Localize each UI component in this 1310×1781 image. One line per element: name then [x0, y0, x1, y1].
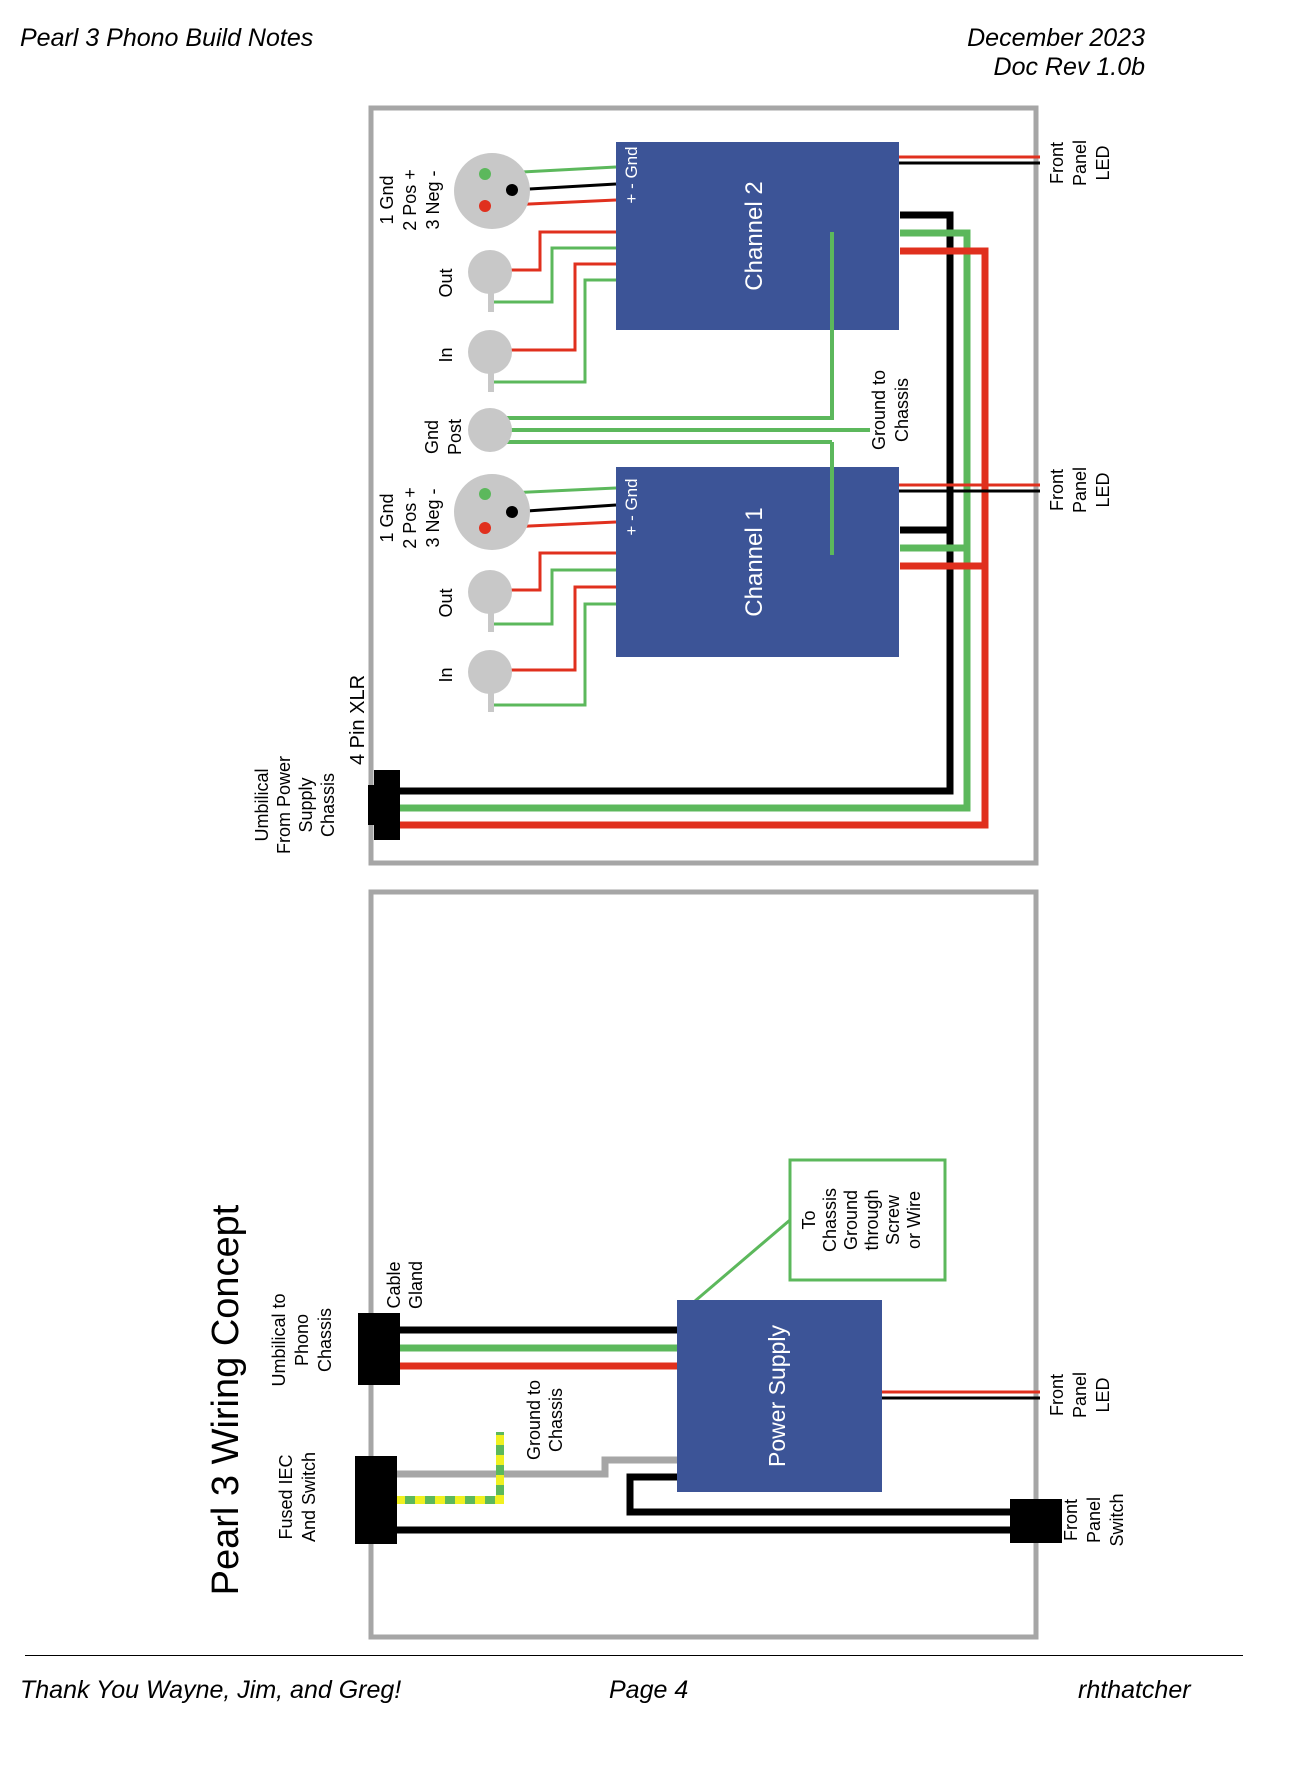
footer-page-number: Page 4: [609, 1676, 689, 1704]
power-umbilical-label-3: Chassis: [315, 1308, 335, 1372]
callout-line-6: or Wire: [904, 1191, 924, 1249]
power-ground-to-chassis-2: Chassis: [546, 1388, 566, 1452]
power-supply-module: [677, 1300, 882, 1492]
phono-led2-label-1: Front: [1047, 142, 1067, 184]
chassis-ground-callout: [788, 1158, 947, 1282]
xlr-pin-pos: [506, 184, 518, 196]
phono-led2-label-2: Panel: [1070, 140, 1090, 186]
footer-thanks: Thank You Wayne, Jim, and Greg!: [20, 1676, 402, 1704]
channel-2-module: [616, 142, 899, 330]
channel-1-in-jack: [468, 650, 512, 694]
callout-line-3: Ground: [841, 1190, 861, 1250]
xlr-pin-gnd: [479, 488, 491, 500]
ground-wires: [494, 232, 870, 555]
phono-umbilical-wires: [395, 211, 989, 829]
callout-line-5: Screw: [883, 1194, 903, 1245]
power-umbilical-wires: [395, 1326, 677, 1370]
ch2-input-pins-label: + - Gnd: [622, 146, 641, 203]
switch-label-3: Switch: [1107, 1493, 1127, 1546]
channel-2-rca-wiring: [492, 230, 616, 384]
diagram-title: Pearl 3 Wiring Concept: [205, 1204, 247, 1595]
power-umbilical-label-1: Umbilical to: [269, 1293, 289, 1386]
gnd-post-label-2: Post: [445, 419, 465, 455]
callout-pointer: [687, 1218, 791, 1309]
xlr-pin-gnd: [479, 168, 491, 180]
ch2-xlr-pin2-label: 2 Pos +: [400, 169, 420, 231]
xlr-connector-block: [374, 770, 400, 840]
phono-led2-label-3: LED: [1093, 145, 1113, 180]
xlr-pin-pos: [506, 506, 518, 518]
phono-umbilical-label-3: Supply: [296, 777, 316, 832]
cable-gland-label-1: Cable: [384, 1261, 404, 1308]
ground-post: [468, 408, 512, 452]
fused-iec-switch: [355, 1456, 397, 1544]
callout-line-2: Chassis: [820, 1188, 840, 1252]
phono-umbilical-label-1: Umbilical: [252, 768, 272, 841]
phono-led1-label-2: Panel: [1070, 467, 1090, 513]
iec-label-2: And Switch: [299, 1452, 319, 1542]
channel-1-rca-wiring: [492, 551, 616, 707]
phono-ground-to-chassis-1: Ground to: [869, 370, 889, 450]
channel-2-xlr-jack: [454, 153, 530, 229]
power-led-label-1: Front: [1047, 1374, 1067, 1416]
document-title: Pearl 3 Phono Build Notes: [20, 24, 314, 52]
channel-1-label: Channel 1: [741, 507, 768, 616]
cable-gland: [358, 1313, 400, 1385]
ch2-xlr-pin1-label: 1 Gnd: [377, 175, 397, 224]
iec-label-1: Fused IEC: [276, 1454, 296, 1539]
ch2-xlr-pin3-label: 3 Neg -: [423, 170, 443, 229]
phono-led1-label-3: LED: [1093, 472, 1113, 507]
power-ground-to-chassis-1: Ground to: [524, 1380, 544, 1460]
jack-stem: [488, 610, 494, 632]
phono-umbilical-label-2: From Power: [274, 756, 294, 854]
cable-gland-label-2: Gland: [406, 1261, 426, 1309]
ch1-out-label: Out: [436, 588, 456, 617]
front-panel-switch: [1010, 1499, 1062, 1543]
callout-line-1: To: [799, 1210, 819, 1229]
xlr-pin-neg: [479, 522, 491, 534]
xlr-pin-neg: [479, 200, 491, 212]
phono-led1-label-1: Front: [1047, 469, 1067, 511]
ch1-input-pins-label: + - Gnd: [622, 478, 641, 535]
jack-stem: [488, 290, 494, 312]
xlr-connector-stub: [368, 785, 376, 825]
callout-line-4: through: [862, 1189, 882, 1250]
iec-wiring: [395, 1432, 1010, 1534]
power-led-label-3: LED: [1093, 1377, 1113, 1412]
ch1-xlr-pin1-label: 1 Gnd: [377, 493, 397, 542]
phono-led-leads: [875, 155, 1040, 493]
ch1-xlr-pin3-label: 3 Neg -: [423, 488, 443, 547]
power-led-leads: [882, 1390, 1040, 1400]
ch1-xlr-pin2-label: 2 Pos +: [400, 487, 420, 549]
document-date: December 2023: [967, 24, 1145, 52]
gnd-post-label-1: Gnd: [422, 420, 442, 454]
xlr-connector-label: 4 Pin XLR: [347, 675, 369, 765]
power-umbilical-label-2: Phono: [292, 1314, 312, 1366]
phono-umbilical-branch-ch1: [900, 526, 985, 570]
phono-umbilical-label-4: Chassis: [318, 773, 338, 837]
ch2-in-label: In: [436, 347, 456, 362]
channel-1-xlr-jack: [454, 474, 530, 550]
channel-1-module: [616, 467, 899, 657]
phono-ground-to-chassis-2: Chassis: [892, 378, 912, 442]
document-revision: Doc Rev 1.0b: [993, 53, 1145, 81]
footer-divider: [25, 1655, 1243, 1656]
power-led-label-2: Panel: [1070, 1372, 1090, 1418]
switch-label-1: Front: [1061, 1499, 1081, 1541]
channel-2-out-jack: [468, 250, 512, 294]
jack-stem: [488, 690, 494, 712]
power-chassis-outline: [368, 889, 1039, 1640]
power-supply-label: Power Supply: [764, 1325, 790, 1467]
switch-label-2: Panel: [1084, 1497, 1104, 1543]
footer-author: rhthatcher: [1078, 1676, 1191, 1704]
jack-stem: [488, 370, 494, 392]
ch1-in-label: In: [436, 667, 456, 682]
channel-2-in-jack: [468, 330, 512, 374]
channel-1-out-jack: [468, 570, 512, 614]
ch2-out-label: Out: [436, 268, 456, 297]
channel-2-label: Channel 2: [741, 181, 768, 290]
